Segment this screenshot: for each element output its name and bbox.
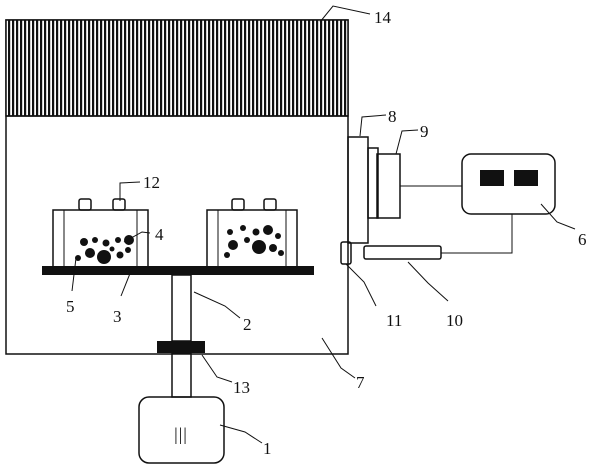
computer-display-left [480, 170, 504, 186]
left-container-lid-knob-a [78, 198, 92, 211]
label-7: 7 [356, 373, 365, 392]
light-source [340, 241, 352, 265]
right-particles [224, 225, 284, 258]
label-4: 4 [155, 225, 164, 244]
label-9: 9 [420, 122, 429, 141]
sensor-probe [112, 198, 126, 211]
label-3: 3 [113, 307, 122, 326]
left-particles [75, 235, 134, 264]
leader-lines [71, 5, 576, 444]
observation-window [347, 136, 369, 244]
hatched-cover [5, 19, 349, 117]
right-container [206, 198, 298, 268]
motor-mark: ||| [174, 424, 188, 444]
label-12: 12 [143, 173, 160, 192]
light-cable [441, 214, 513, 254]
label-6: 6 [578, 230, 587, 249]
drive-shaft-upper [171, 274, 192, 342]
label-8: 8 [388, 107, 397, 126]
computer-display-right [514, 170, 538, 186]
label-11: 11 [386, 311, 402, 330]
motor [138, 396, 225, 464]
label-10: 10 [446, 311, 463, 330]
label-2: 2 [243, 315, 252, 334]
left-container [52, 198, 149, 268]
label-1: 1 [263, 439, 272, 458]
bearing-seal [157, 341, 205, 353]
rotating-table [42, 266, 314, 275]
label-13: 13 [233, 378, 250, 397]
drive-shaft-lower [171, 352, 192, 398]
computer [461, 153, 556, 215]
label-5: 5 [66, 297, 75, 316]
light-guide [363, 245, 442, 260]
label-14: 14 [374, 8, 392, 27]
camera [376, 153, 401, 219]
camera-mount [367, 147, 379, 219]
